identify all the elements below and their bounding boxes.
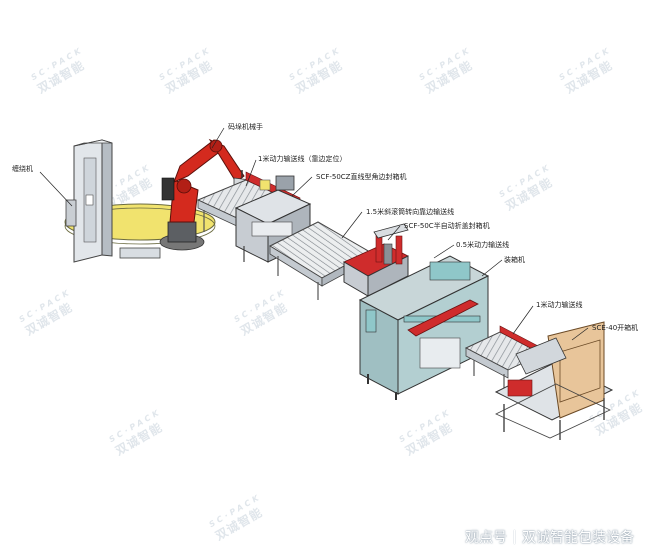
label-scf50c: SCF-50C半自动折盖封箱机 (404, 222, 490, 230)
label-conveyor-0-5m: 0.5米动力输送线 (456, 241, 510, 249)
footer-separator (514, 530, 515, 544)
sce40-case-erector (494, 321, 614, 440)
footer: 观点号双诚智能包装设备 (0, 522, 660, 556)
label-conveyor-1m: 1米动力输送线 (536, 301, 583, 309)
label-case-packer: 装箱机 (504, 256, 525, 264)
footer-brand: 观点号双诚智能包装设备 (465, 527, 634, 547)
label-wrapping-machine: 缠绕机 (12, 165, 33, 173)
label-scf50cz: SCF-50CZ直线型角边封箱机 (316, 173, 407, 181)
leader-lines (39, 127, 589, 341)
label-conveyor-1m-edge: 1米动力输送线（靠边定位） (258, 155, 347, 163)
footer-source: 观点号 (465, 530, 507, 546)
case-packer (358, 255, 490, 400)
label-sce40: SCE-40开箱机 (592, 324, 639, 332)
label-palletizing-robot: 码垛机械手 (228, 123, 263, 131)
footer-brand-name: 双诚智能包装设备 (522, 530, 634, 546)
palletizing-robot (159, 138, 251, 251)
label-roller-1-5m: 1.5米斜滚筒转向靠边输送线 (366, 208, 455, 216)
